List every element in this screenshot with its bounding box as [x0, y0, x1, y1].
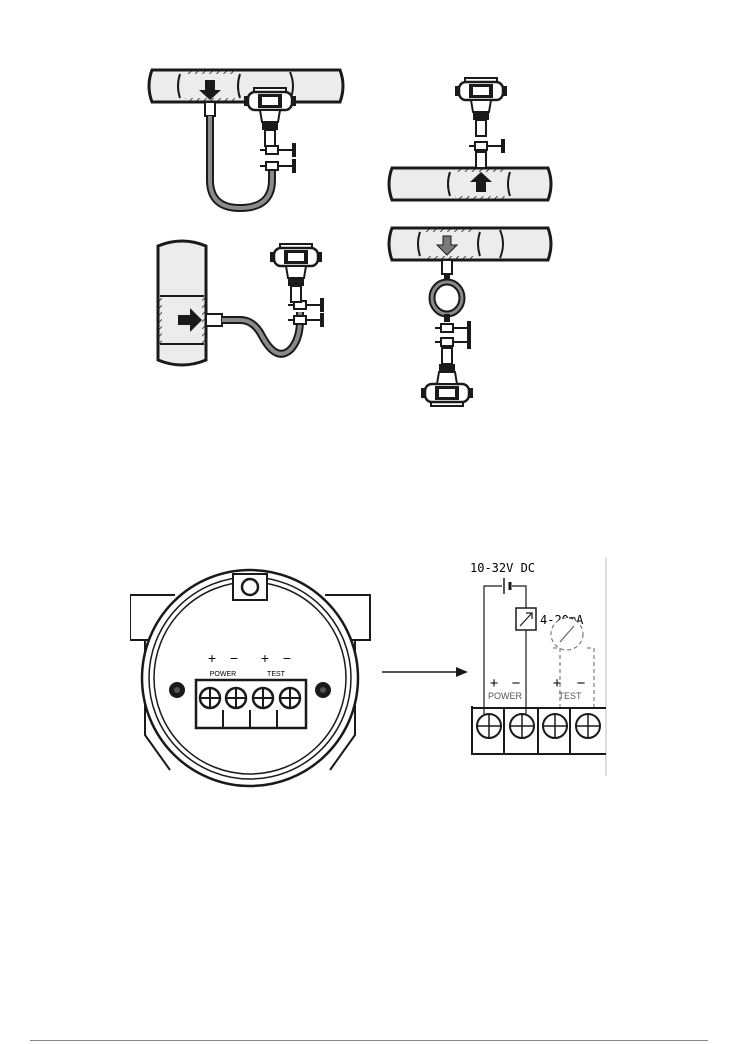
- install-gas-horizontal: [149, 70, 343, 208]
- schematic-test-plus: +: [553, 675, 562, 692]
- enclosure-power-plus: +: [208, 650, 216, 666]
- schematic-terminal-block: [472, 706, 606, 754]
- terminal-power-minus-icon: [226, 688, 246, 708]
- schematic-terminal-1-icon: [477, 714, 501, 738]
- terminal-test-minus-icon: [280, 688, 300, 708]
- install-liquid-above: [389, 78, 551, 200]
- terminal-test-plus-icon: [253, 688, 273, 708]
- ground-screw-icon: [242, 579, 258, 595]
- install-vertical-pipe: [158, 241, 324, 365]
- schematic-power-plus: +: [490, 675, 499, 692]
- enclosure-test-minus: −: [283, 650, 291, 666]
- supply-label: 10-32V DC: [470, 561, 535, 575]
- install-steam-below: [389, 228, 551, 406]
- schematic-terminal-4-icon: [576, 714, 600, 738]
- terminal-enclosure: + − + − POWER TEST: [130, 560, 380, 790]
- current-meter-icon: [516, 608, 536, 630]
- enclosure-power-label: POWER: [210, 671, 236, 678]
- page-bottom-rule: [30, 1040, 708, 1041]
- wiring-schematic: 10-32V DC 4-20mA + − + − POWER TEST: [460, 558, 610, 780]
- schematic-test-label: TEST: [558, 691, 582, 701]
- schematic-power-label: POWER: [488, 691, 523, 701]
- enclosure-terminal-block: [196, 680, 306, 728]
- installation-diagrams: [0, 0, 738, 410]
- terminal-power-plus-icon: [200, 688, 220, 708]
- connection-arrow-icon: [380, 664, 470, 680]
- enclosure-test-plus: +: [261, 650, 269, 666]
- dc-supply-icon: [504, 578, 510, 594]
- schematic-power-minus: −: [512, 675, 521, 692]
- schematic-terminal-2-icon: [510, 714, 534, 738]
- enclosure-test-label: TEST: [267, 671, 286, 678]
- enclosure-power-minus: −: [230, 650, 238, 666]
- schematic-test-minus: −: [577, 675, 586, 692]
- schematic-terminal-3-icon: [543, 714, 567, 738]
